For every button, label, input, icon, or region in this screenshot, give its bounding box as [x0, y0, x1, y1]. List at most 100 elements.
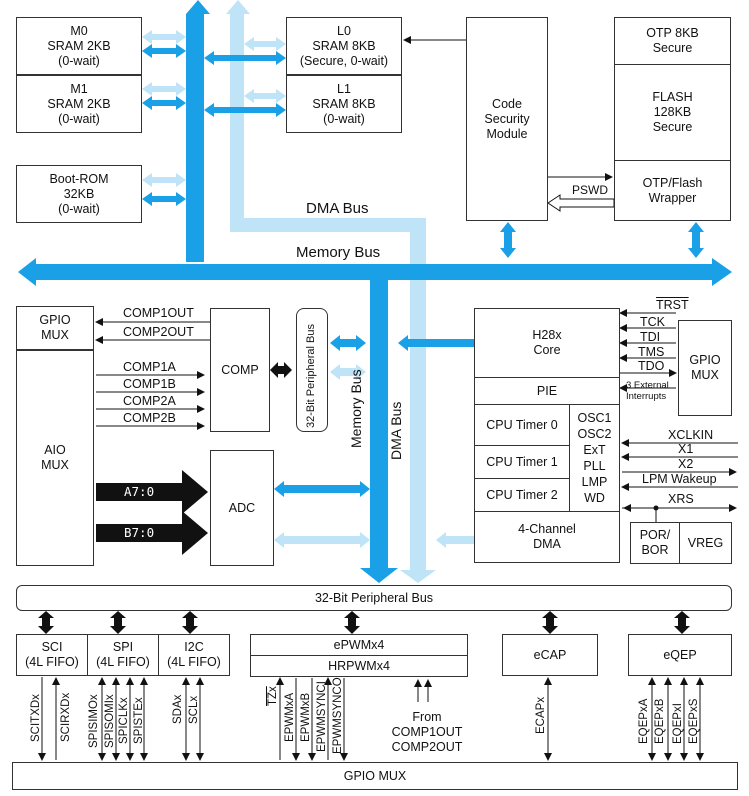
por-line1: POR/ [639, 528, 671, 542]
pin-spisimo: SPISIMOx [88, 694, 100, 748]
dma-bus-path [226, 0, 436, 583]
boot-rom-size: 32KB [63, 186, 95, 201]
pin-epwmsynci: EPWMSYNCI [316, 681, 328, 752]
pin-spisomi: SPISOMIx [104, 694, 116, 748]
comp-signal-lines [95, 318, 210, 430]
pin-eqepxi: EQEPxI [672, 703, 684, 744]
l0-title: L0 [337, 23, 351, 38]
tck-label: TCK [640, 315, 665, 329]
comp1b-label: COMP1B [123, 377, 176, 391]
gpio-mux-right: GPIO MUX [678, 320, 732, 416]
a70-label: A7:0 [124, 484, 155, 499]
osc1-label: OSC1 [577, 411, 612, 425]
m0-wait: (0-wait) [58, 53, 100, 68]
pswd-label: PSWD [572, 183, 608, 197]
timer0-label: CPU Timer 0 [486, 417, 558, 432]
otp-secure: Secure [652, 41, 693, 55]
tdo-label: TDO [638, 359, 665, 373]
spi-block: SPI (4L FIFO) [87, 634, 159, 676]
ext-label: ExT [583, 443, 606, 457]
por-line2: BOR [641, 543, 669, 557]
wd-label: WD [584, 491, 605, 505]
comp1out-label: COMP1OUT [123, 306, 194, 320]
xclkin-label: XCLKIN [668, 428, 714, 442]
memory-bus-vertical-label: Memory Bus [348, 369, 364, 448]
pin-scitxd: SCITXDx [30, 694, 42, 742]
dma-4ch-block: 4-Channel DMA [474, 511, 620, 563]
dma-bus-label: DMA Bus [306, 200, 369, 217]
gpio-mux-left-line2: MUX [41, 328, 69, 342]
adc-label: ADC [228, 500, 256, 515]
csm-line2: Security [484, 111, 530, 126]
xrs-label: XRS [668, 492, 694, 506]
flash-size: 128KB [653, 105, 692, 119]
l1-size: SRAM 8KB [312, 96, 376, 111]
aio-mux-line1: AIO [44, 443, 66, 457]
dma-bus-vertical-label: DMA Bus [388, 401, 404, 460]
comp2b-label: COMP2B [123, 411, 176, 425]
comp-block: COMP [210, 308, 270, 432]
otp-title: OTP 8KB [646, 26, 699, 40]
pie-block: PIE [474, 377, 620, 405]
l1-wait: (0-wait) [323, 111, 365, 126]
m1-title: M1 [70, 81, 88, 96]
from-line1: From [412, 710, 442, 724]
tms-label: TMS [638, 345, 665, 359]
pin-eqepxb: EQEPxB [654, 698, 666, 744]
lpm-wakeup-label: LPM Wakeup [642, 472, 717, 486]
flash-title: FLASH [652, 90, 693, 104]
ext-int-line1: 3 External [626, 380, 669, 391]
hrpwm-block: HRPWMx4 [250, 655, 468, 677]
pin-epwmsynco: EPWMSYNCO [332, 677, 344, 754]
por-bor-block: POR/ BOR [630, 522, 680, 564]
m1-size: SRAM 2KB [47, 96, 111, 111]
gpio-mux-right-line2: MUX [691, 368, 719, 382]
osc-block: OSC1 OSC2 ExT PLL LMP WD [569, 404, 620, 512]
comp-label: COMP [221, 362, 259, 377]
lmp-label: LMP [581, 475, 608, 489]
flash-block: FLASH 128KB Secure [614, 64, 731, 161]
epwm-label: ePWMx4 [333, 637, 385, 652]
periph-bus-vertical-label: 32-Bit Peripheral Bus [305, 324, 317, 428]
periph-bus-connectors [270, 335, 474, 548]
l0-wait: (Secure, 0-wait) [299, 53, 389, 68]
code-security-module: Code Security Module [466, 17, 548, 221]
trst-label: TRST [656, 298, 689, 312]
gpio-mux-right-line1: GPIO [689, 353, 721, 367]
spi-title: SPI [112, 640, 134, 654]
boot-connector [142, 192, 186, 206]
h28x-core-label: Core [533, 343, 561, 357]
pin-spiste: SPISTEx [133, 697, 145, 744]
memory-connectors-light [142, 30, 286, 187]
pin-tz: TZx [267, 686, 279, 706]
gpio-mux-left: GPIO MUX [16, 306, 94, 350]
sci-block: SCI (4L FIFO) [16, 634, 88, 676]
i2c-fifo: (4L FIFO) [167, 655, 221, 669]
timer1-label: CPU Timer 1 [486, 454, 558, 469]
m0-title: M0 [70, 23, 88, 38]
periph-bus-horizontal: 32-Bit Peripheral Bus [16, 585, 732, 611]
memory-bus-label: Memory Bus [296, 244, 381, 261]
sci-title: SCI [41, 640, 63, 654]
csm-line3: Module [486, 126, 528, 141]
pll-label: PLL [583, 459, 606, 473]
l0-sram-block: L0 SRAM 8KB (Secure, 0-wait) [286, 17, 402, 75]
pin-eqepxa: EQEPxA [638, 698, 650, 744]
epwm-block: ePWMx4 [250, 634, 468, 656]
x2-label: X2 [678, 457, 694, 471]
memory-bus-path [18, 0, 732, 583]
boot-rom-block: Boot-ROM 32KB (0-wait) [16, 165, 142, 223]
csm-bus-arrow [500, 222, 704, 258]
tdi-label: TDI [640, 330, 661, 344]
b70-arrow [96, 511, 208, 555]
cpu-timer1: CPU Timer 1 [474, 445, 570, 479]
periph-bus-vertical-box [296, 308, 328, 432]
aio-mux: AIO MUX [16, 350, 94, 566]
h28x-title: H28x [532, 328, 562, 342]
m0-sram-block: M0 SRAM 2KB (0-wait) [16, 17, 142, 75]
periph-bus-horizontal-label: 32-Bit Peripheral Bus [314, 590, 434, 605]
periph-drop-arrows [38, 611, 690, 634]
m0-size: SRAM 2KB [47, 38, 111, 53]
pin-epwmxb: EPWMxB [300, 692, 312, 742]
